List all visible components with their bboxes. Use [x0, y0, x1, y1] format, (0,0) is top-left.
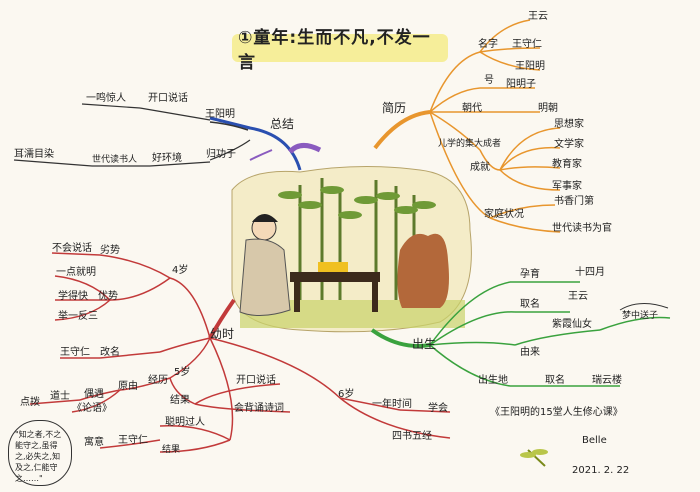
node-lunyu: 《论语》	[72, 403, 112, 414]
node-haohuanjing: 好环境	[152, 153, 182, 164]
node-jingli: 经历	[148, 375, 168, 386]
branch-chusheng: 出生	[412, 337, 437, 351]
node-6sui: 6岁	[338, 389, 355, 400]
node-erru: 耳濡目染	[14, 149, 54, 160]
node-youlai: 由来	[520, 347, 540, 358]
node-huibei: 会背诵诗词	[234, 403, 284, 414]
node-gaiming: 改名	[100, 347, 120, 358]
author-name: Belle	[582, 435, 607, 446]
branch-youshi: 幼时	[210, 327, 235, 341]
node-5sui: 5岁	[174, 367, 191, 378]
node-xuedekuai: 学得快	[58, 291, 88, 302]
node-chengjiu: 成就	[470, 162, 490, 173]
node-mingchao: 明朝	[538, 103, 558, 114]
node-wangyun: 王云	[528, 11, 548, 22]
node-jieguo: 结果	[170, 395, 190, 406]
node-lieshi: 劣势	[100, 245, 120, 256]
node-youshi-adv: 优势	[98, 291, 118, 302]
page-title: ①童年:生而不凡,不发一言	[232, 28, 448, 73]
node-wangyangming-sum: 王阳明	[205, 109, 235, 120]
node-yidian: 一点就明	[56, 267, 96, 278]
node-chaodai: 朝代	[462, 103, 482, 114]
node-shisiyue: 十四月	[575, 267, 605, 278]
node-yuanyin: 原由	[118, 381, 138, 392]
node-congming: 聪明过人	[165, 417, 205, 428]
node-guiyin: 归功于	[206, 149, 236, 160]
node-yuyi: 寓意	[84, 437, 104, 448]
node-wangshouren2: 王守仁	[118, 435, 148, 446]
node-buhuishuohua: 不会说话	[52, 243, 92, 254]
node-mingzi: 名字	[478, 39, 498, 50]
node-wenxuejia: 文学家	[554, 139, 584, 150]
node-shidai: 世代读书为官	[552, 223, 612, 234]
node-wangshouren: 王守仁	[512, 39, 542, 50]
node-wangyangming: 王阳明	[515, 61, 545, 72]
node-yunyu: 孕育	[520, 269, 540, 280]
node-ruiyunlou: 瑞云楼	[592, 375, 622, 386]
node-sixiangjia: 思想家	[554, 119, 584, 130]
node-oyu: 偶遇	[84, 389, 104, 400]
node-yinian: 一年时间	[372, 399, 412, 410]
center-illustration	[231, 165, 472, 333]
node-wangyun-2: 王云	[568, 291, 588, 302]
node-kaikou-yt: 开口说话	[236, 375, 276, 386]
node-ziyu: 紫霞仙女	[552, 319, 592, 330]
node-kaikou-sum: 开口说话	[148, 93, 188, 104]
node-jiaoyujia: 教育家	[552, 159, 582, 170]
node-junshijia: 军事家	[552, 181, 582, 192]
node-hao: 号	[484, 75, 494, 86]
node-shuxiang: 书香门第	[554, 196, 594, 207]
node-mengzhong: 梦中送子	[622, 311, 659, 321]
node-jidacheng: 儿学的集大成者	[438, 139, 502, 149]
lunyu-quote-bubble: "知之者,不之能守之,虽得之,必失之,知及之,仁能守之……"	[8, 420, 72, 486]
dragonfly-icon	[520, 449, 548, 467]
node-jiating: 家庭状况	[484, 209, 524, 220]
node-quming: 取名	[520, 299, 540, 310]
date-label: 2021. 2. 22	[572, 465, 630, 476]
node-shidai-sum: 世代读书人	[92, 155, 138, 165]
branch-zongjie: 总结	[270, 117, 295, 131]
node-wangshouren-yt: 王守仁	[60, 347, 90, 358]
node-chushengdi: 出生地	[478, 375, 508, 386]
node-yangmingzi: 阳明子	[506, 79, 536, 90]
node-renzhi: 结果	[162, 445, 181, 455]
branch-jianli: 简历	[382, 101, 407, 115]
course-title: 《王阳明的15堂人生修心课》	[490, 407, 623, 418]
node-xuehui: 学会	[428, 403, 448, 414]
node-quming2: 取名	[545, 375, 565, 386]
node-sishu: 四书五经	[392, 431, 432, 442]
node-yimingjingren: 一鸣惊人	[86, 93, 126, 104]
node-juyi: 举一反三	[58, 311, 98, 322]
node-4sui: 4岁	[172, 265, 189, 276]
node-daoshi: 道士	[50, 391, 70, 402]
node-dianbo: 点拨	[20, 397, 40, 408]
